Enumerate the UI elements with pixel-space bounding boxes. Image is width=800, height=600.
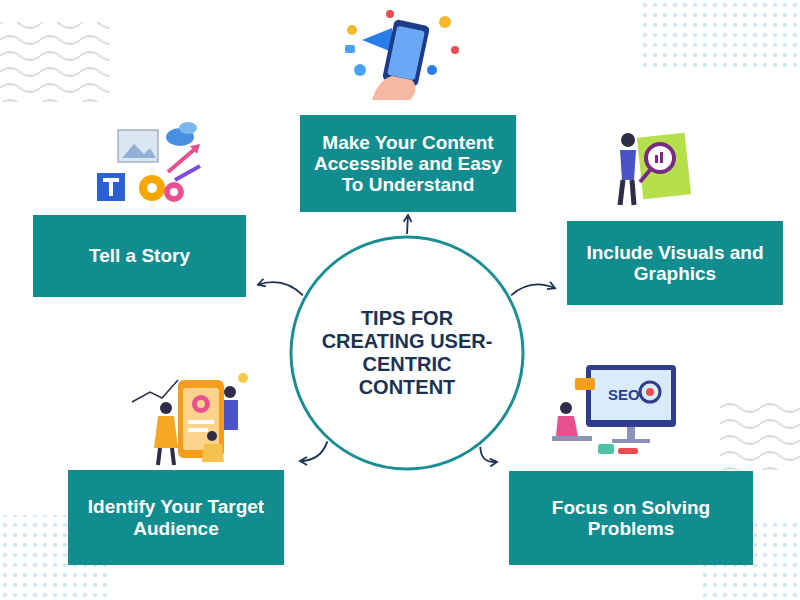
box-label: Focus on Solving Problems xyxy=(519,497,743,540)
tip-box: Identify Your Target Audience xyxy=(68,470,284,565)
phone-illustration xyxy=(345,10,459,100)
center-circle: TIPS FOR CREATING USER-CENTRIC CONTENT xyxy=(289,235,525,471)
tip-box: Include Visuals and Graphics xyxy=(567,221,783,305)
box-label: Tell a Story xyxy=(89,245,190,266)
audience-illustration xyxy=(132,373,248,465)
document-illustration xyxy=(620,133,691,205)
seo-illustration: SEO xyxy=(552,365,676,454)
arrow-connector xyxy=(258,282,303,295)
tip-box: Focus on Solving Problems xyxy=(509,471,753,565)
arrow-connector xyxy=(511,284,555,295)
center-title: TIPS FOR CREATING USER-CENTRIC CONTENT xyxy=(317,307,497,399)
arrow-connector xyxy=(480,447,497,462)
story-illustration xyxy=(97,122,200,202)
box-label: Make Your Content Accessible and Easy To… xyxy=(310,132,506,196)
arrow-connector xyxy=(407,215,408,234)
arrow-connector xyxy=(300,441,327,461)
illustration-label: SEO xyxy=(608,386,640,403)
dot-decoration xyxy=(640,0,800,70)
box-label: Identify Your Target Audience xyxy=(78,496,274,539)
tip-box: Make Your Content Accessible and Easy To… xyxy=(300,115,516,212)
box-label: Include Visuals and Graphics xyxy=(577,242,773,285)
circle-outline xyxy=(291,237,523,469)
wave-decoration xyxy=(0,22,110,102)
wave-decoration xyxy=(720,400,800,470)
tip-box: Tell a Story xyxy=(33,215,246,297)
